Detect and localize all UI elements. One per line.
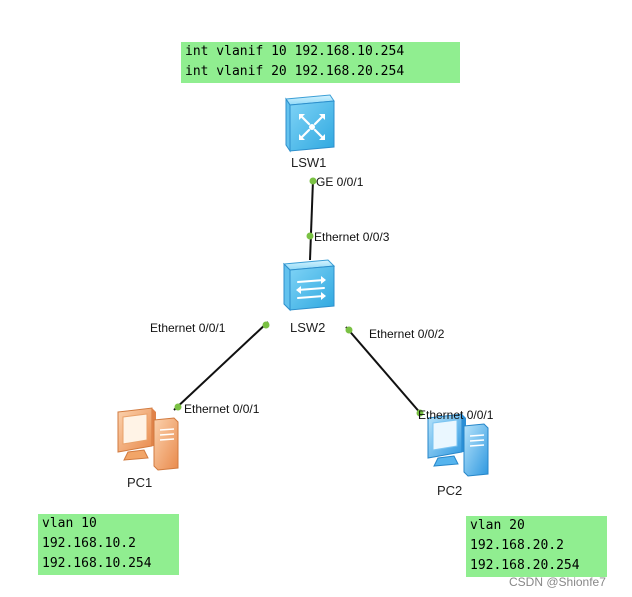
device-label-pc2: PC2 [437, 483, 463, 498]
port-label-lsw2-pc1: Ethernet 0/0/1 [150, 321, 226, 335]
watermark: CSDN @Shionfe7 [509, 575, 606, 589]
port-label-pc1: Ethernet 0/0/1 [184, 402, 260, 416]
note-line: int vlanif 10 192.168.10.254 [185, 44, 405, 59]
note-line: vlan 10 [42, 516, 97, 531]
port-label-pc2: Ethernet 0/0/1 [418, 408, 494, 422]
device-label-lsw2: LSW2 [290, 320, 326, 335]
pc1-config-note[interactable]: vlan 10 192.168.10.2 192.168.10.254 [38, 514, 179, 575]
link-lsw2-pc1[interactable] [173, 321, 269, 411]
note-line: 192.168.10.2 [42, 536, 136, 551]
port-dot-lsw2-pc1 [262, 321, 270, 329]
link-lsw1-lsw2[interactable] [309, 179, 314, 261]
pc-icon[interactable] [117, 407, 179, 471]
device-label-lsw1: LSW1 [291, 155, 327, 170]
lsw1-config-note[interactable]: int vlanif 10 192.168.10.254 int vlanif … [181, 42, 460, 83]
l2-switch-icon[interactable] [282, 259, 336, 312]
port-dot-pc2 [416, 409, 424, 417]
port-dot-lsw2-pc2 [345, 326, 353, 334]
note-line: 192.168.20.2 [470, 538, 564, 553]
pc-icon[interactable] [427, 413, 489, 477]
l3-switch-icon[interactable] [285, 94, 335, 153]
port-label-lsw2-up: Ethernet 0/0/3 [314, 230, 390, 244]
port-dot-lsw2-up [306, 232, 314, 240]
note-line: 192.168.10.254 [42, 556, 152, 571]
note-line: vlan 20 [470, 518, 525, 533]
device-label-pc1: PC1 [127, 475, 153, 490]
note-line: 192.168.20.254 [470, 558, 580, 573]
port-label-lsw1-ge: GE 0/0/1 [316, 175, 364, 189]
note-line: int vlanif 20 192.168.20.254 [185, 64, 405, 79]
link-lsw2-pc2[interactable] [345, 326, 423, 416]
pc2-config-note[interactable]: vlan 20 192.168.20.2 192.168.20.254 [466, 516, 607, 577]
port-label-lsw2-pc2: Ethernet 0/0/2 [369, 327, 445, 341]
port-dot-pc1 [174, 403, 182, 411]
port-dot-lsw1-ge [309, 177, 317, 185]
